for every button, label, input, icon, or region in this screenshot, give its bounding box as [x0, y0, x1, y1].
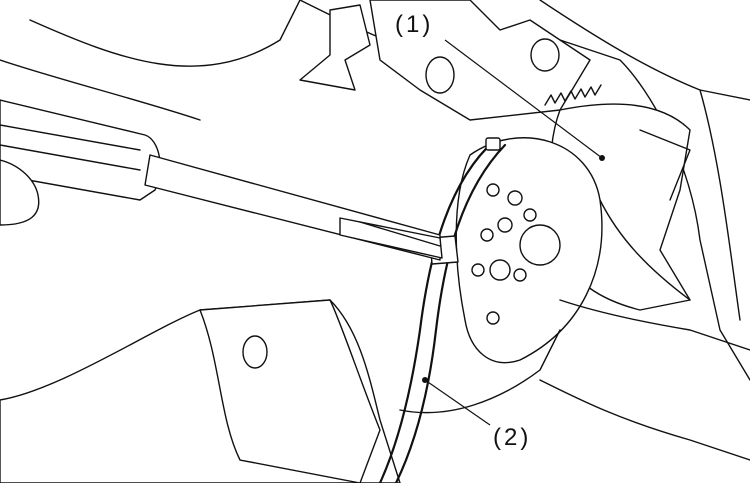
callout-1-label: (1): [395, 11, 433, 38]
callout-1-leader: [444, 39, 603, 159]
spring-coil: [544, 84, 602, 106]
backing-plate: [455, 137, 603, 364]
brake-cable: [378, 137, 507, 483]
upper-bracket: [299, 0, 591, 121]
callout-2-leader: [424, 379, 491, 426]
callout-2-label: (2): [493, 424, 531, 451]
callout-2: (2): [422, 377, 531, 451]
callout-1: (1): [395, 11, 605, 161]
lower-panel: [0, 299, 750, 483]
hand: [0, 159, 40, 226]
callout-1-dot: [599, 155, 605, 161]
screwdriver: [0, 99, 443, 261]
callout-2-dot: [422, 377, 428, 383]
